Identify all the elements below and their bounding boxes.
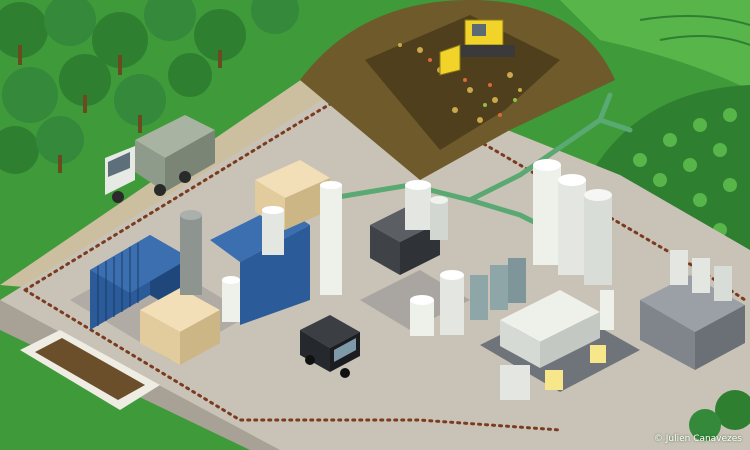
field-top-right: [560, 0, 750, 90]
power-block: [70, 210, 261, 365]
filtration-unit: [640, 250, 745, 370]
bulldozer-icon: [439, 19, 515, 76]
trees-bottom-right: [689, 390, 750, 441]
settling-basin: [20, 330, 160, 410]
credit-text: © Julien Canavezes: [653, 434, 742, 444]
processing-unit: [360, 180, 526, 336]
storage-silos: [533, 159, 612, 285]
forest-top-left: [0, 0, 299, 174]
engine-hall: [210, 160, 342, 325]
garbage-truck-icon: [105, 115, 215, 203]
treatment-plant: [480, 290, 640, 400]
van-icon: [300, 315, 360, 378]
